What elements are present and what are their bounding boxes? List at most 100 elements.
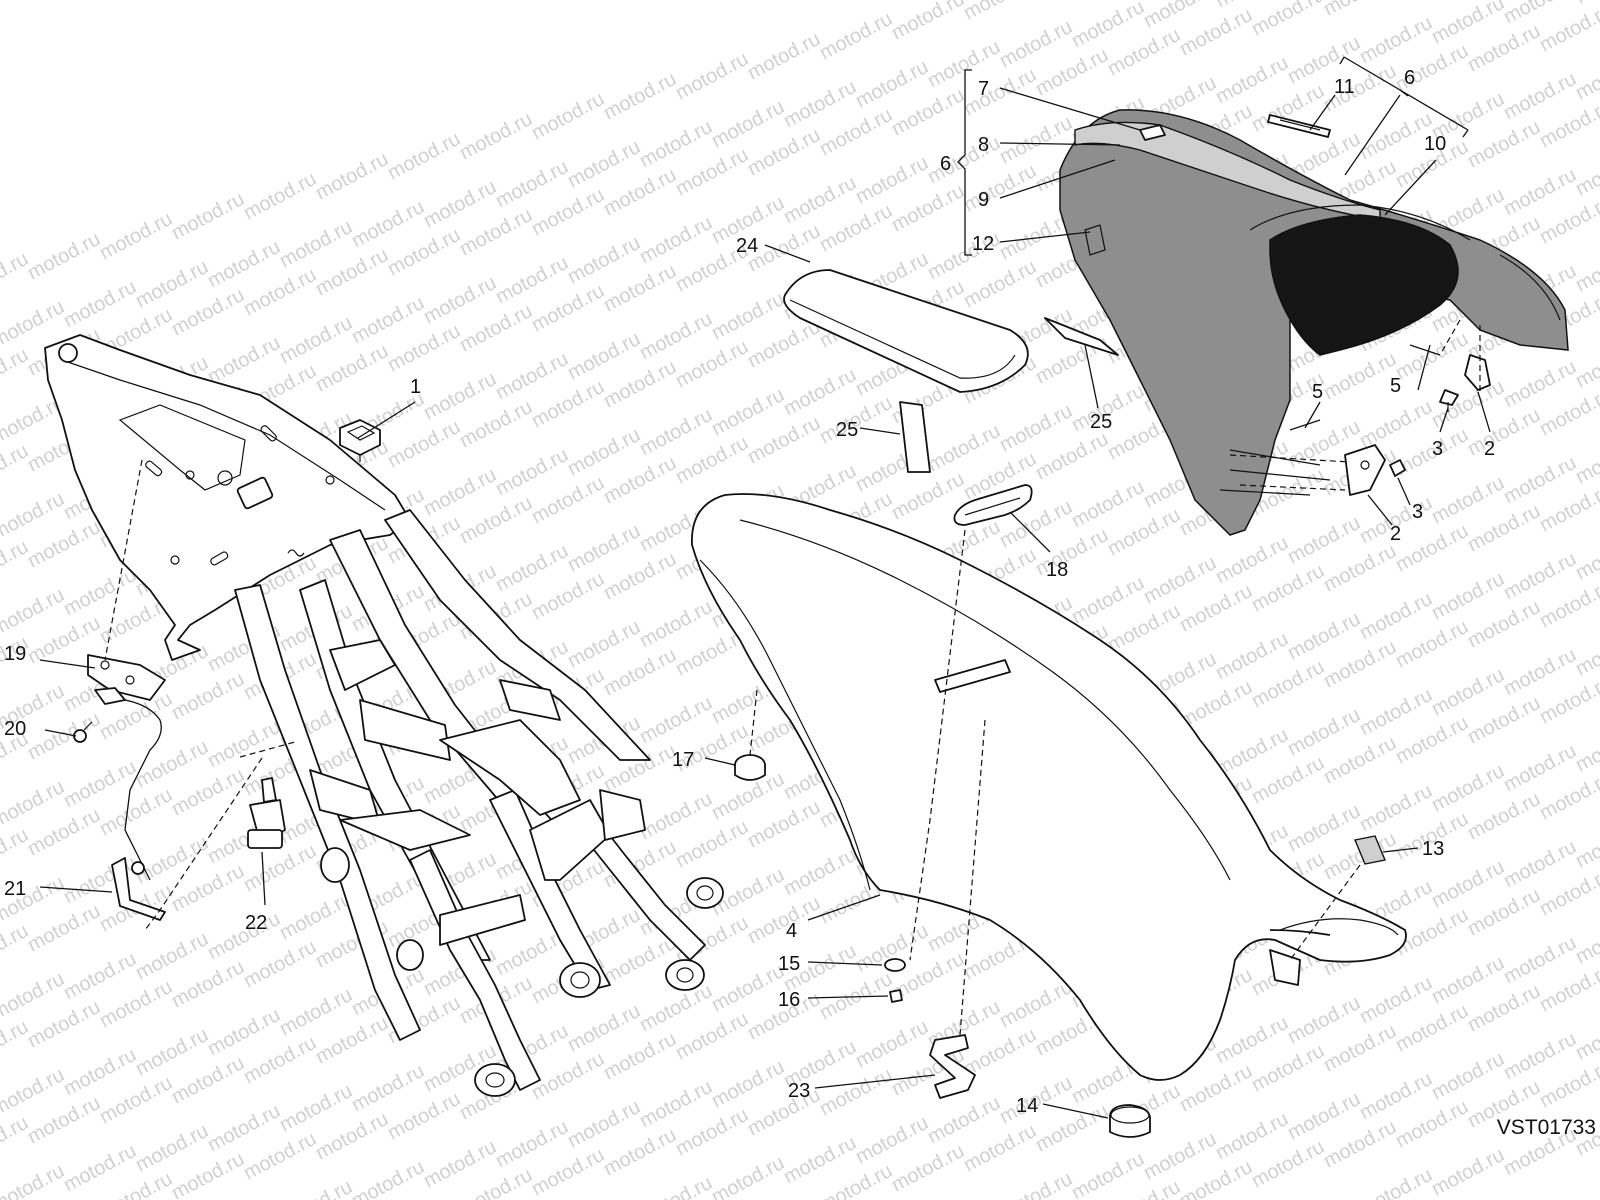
watermark-text: motod.ru [1572,0,1600,8]
callout-25-left: 25 [836,419,858,441]
watermark-text: motod.ru [168,764,248,820]
watermark-text: motod.ru [276,1176,356,1200]
part-22-lock-cylinder [239,741,296,849]
watermark-text: motod.ru [1572,912,1600,968]
watermark-text: motod.ru [528,376,608,432]
watermark-text: motod.ru [600,644,680,700]
watermark-text: motod.ru [888,84,968,140]
watermark-text: motod.ru [1032,524,1112,580]
watermark-text: motod.ru [528,184,608,240]
watermark-text: motod.ru [816,8,896,64]
watermark-text: motod.ru [1248,1136,1328,1192]
callout-3-lower: 3 [1412,501,1423,523]
callout-7: 7 [978,78,989,100]
watermark-text: motod.ru [1320,60,1400,116]
watermark-text: motod.ru [600,1124,680,1180]
watermark-text: motod.ru [24,804,104,860]
watermark-text: motod.ru [240,1032,320,1088]
watermark-text: motod.ru [600,68,680,124]
watermark-text: motod.ru [1176,4,1256,60]
watermark-text: motod.ru [1032,0,1112,4]
watermark-text: motod.ru [744,124,824,180]
watermark-text: motod.ru [312,244,392,300]
callout-22: 22 [245,912,267,934]
dash-21-22 [144,757,263,931]
callout-2-lower: 2 [1390,523,1401,545]
part-14-rubber-pad [1109,1104,1151,1138]
part-16-screw [889,989,903,1003]
watermark-text: motod.ru [1392,616,1472,672]
callout-17: 17 [672,749,694,771]
watermark-text: motod.ru [312,1108,392,1164]
watermark-text: motod.ru [1248,656,1328,712]
watermark-text: motod.ru [1104,24,1184,80]
watermark-text: motod.ru [0,344,32,400]
callout-6-top: 6 [1404,67,1415,89]
watermark-text: motod.ru [1572,144,1600,200]
callout-12: 12 [972,233,994,255]
watermark-text: motod.ru [672,336,752,392]
watermark-text: motod.ru [1464,884,1544,940]
watermark-text: motod.ru [456,204,536,260]
watermark-text: motod.ru [636,1172,716,1200]
watermark-text: motod.ru [24,996,104,1052]
watermark-text: motod.ru [1464,596,1544,652]
watermark-text: motod.ru [672,1104,752,1160]
watermark-text: motod.ru [1392,1000,1472,1056]
leader-lines [39,87,1491,1119]
part-4-seat [691,493,1407,1081]
callout-11: 11 [1334,76,1355,98]
callout-1: 1 [410,376,421,398]
dash-19-20 [104,459,143,661]
watermark-text: motod.ru [1464,500,1544,556]
watermark-text: motod.ru [1464,788,1544,844]
watermark-text: motod.ru [1572,48,1600,104]
watermark-text: motod.ru [384,416,464,472]
callout-10: 10 [1424,133,1446,155]
callout-2-upper: 2 [1484,438,1495,460]
watermark-text: motod.ru [600,356,680,412]
callout-20: 20 [4,718,26,740]
callout-18: 18 [1046,559,1068,581]
part-2-clip [1344,354,1491,496]
watermark-text: motod.ru [24,900,104,956]
part-21-bracket [111,857,166,921]
watermark-text: motod.ru [0,1160,68,1200]
part-6-tail-cowl [1059,109,1569,536]
watermark-text: motod.ru [672,144,752,200]
watermark-text: motod.ru [240,168,320,224]
watermark-text: motod.ru [744,28,824,84]
watermark-text: motod.ru [1104,600,1184,656]
watermark-text: motod.ru [1464,404,1544,460]
watermark-text: motod.ru [1356,1164,1436,1200]
watermark-text: motod.ru [1572,816,1600,872]
watermark-text: motod.ru [96,784,176,840]
watermark-text: motod.ru [744,796,824,852]
watermark-text: motod.ru [1320,348,1400,404]
watermark-text: motod.ru [384,128,464,184]
watermark-text: motod.ru [672,432,752,488]
watermark-text: motod.ru [1572,528,1600,584]
watermark-text: motod.ru [1572,1008,1600,1064]
watermark-text: motod.ru [240,264,320,320]
watermark-text: motod.ru [1392,712,1472,768]
callout-15: 15 [778,953,800,975]
watermark-text: motod.ru [1248,0,1328,40]
watermark-text: motod.ru [96,1072,176,1128]
watermark-text: motod.ru [528,472,608,528]
watermark-text: motod.ru [96,976,176,1032]
watermark-text: motod.ru [744,1084,824,1140]
watermark-text: motod.ru [1320,828,1400,884]
watermark-text: motod.ru [384,224,464,280]
watermark-text: motod.ru [384,1088,464,1144]
watermark-text: motod.ru [24,516,104,572]
callout-14: 14 [1016,1095,1038,1117]
callout-23: 23 [788,1080,810,1102]
watermark-text: motod.ru [1572,720,1600,776]
watermark-text: motod.ru [1320,1116,1400,1172]
watermark-text: motod.ru [1248,560,1328,616]
watermark-text: motod.ru [96,208,176,264]
callout-25-right: 25 [1090,411,1112,433]
watermark-text: motod.ru [1464,116,1544,172]
